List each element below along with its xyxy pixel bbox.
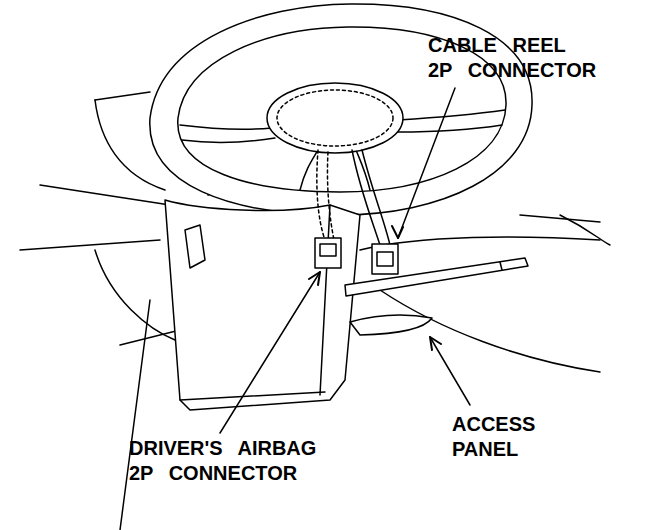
connector-label: DRIVER'S AIRBAG 2P CONNECTOR bbox=[129, 436, 334, 486]
connector-label: CABLE REEL 2P CONNECTOR bbox=[428, 33, 603, 83]
panel-label: ACCESS PANEL bbox=[452, 412, 552, 462]
